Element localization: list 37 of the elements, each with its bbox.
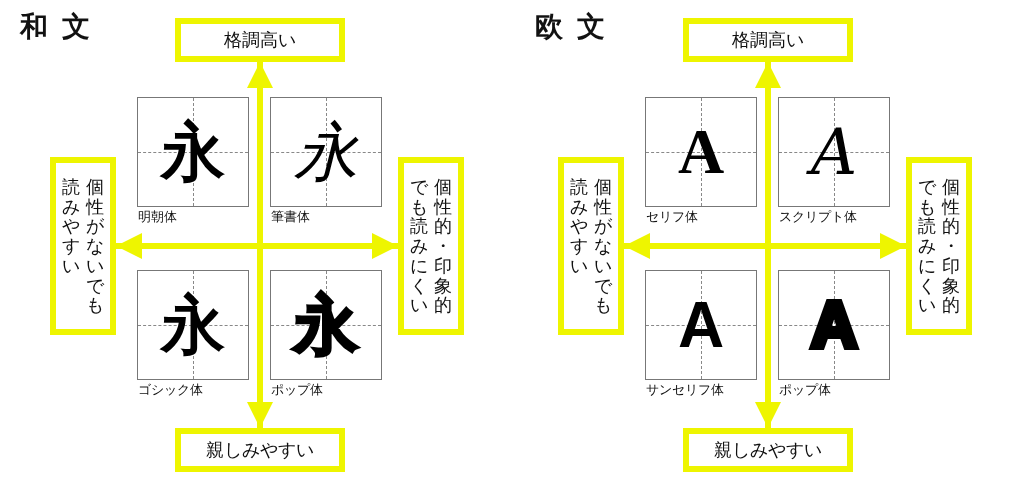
section-title: 和文: [20, 9, 104, 45]
axis-label-box: [558, 157, 624, 335]
typeface-caption: ポップ体: [271, 381, 323, 399]
axis-label-box: [683, 428, 853, 472]
sample-glyph: 永: [161, 120, 225, 184]
typeface-caption: 筆書体: [271, 208, 310, 226]
typeface-caption: ポップ体: [779, 381, 831, 399]
axis-label-box: [175, 428, 345, 472]
double-arrow: [247, 62, 273, 428]
vertical-label: 個性的・印象的でも読みにくい: [410, 176, 452, 316]
double-arrow: [755, 62, 781, 428]
double-arrow: [116, 233, 398, 259]
axis-label: 格調高い: [732, 28, 804, 52]
sample-glyph: A: [810, 293, 858, 357]
sample-glyph: A: [677, 293, 725, 357]
vertical-label: 個性がないでも読みやすい: [570, 176, 612, 316]
typeface-caption: セリフ体: [646, 208, 698, 226]
sample-glyph: 永: [294, 293, 358, 357]
sample-glyph: 永: [294, 120, 358, 184]
typeface-caption: 明朝体: [138, 208, 177, 226]
typeface-caption: サンセリフ体: [646, 381, 724, 399]
axis-label-box: [906, 157, 972, 335]
typeface-caption: スクリプト体: [779, 208, 857, 226]
vertical-label: 個性的・印象的でも読みにくい: [918, 176, 960, 316]
axis-label: 親しみやすい: [206, 438, 314, 462]
sample-glyph: 永: [161, 293, 225, 357]
axis-label-box: [683, 18, 853, 62]
sample-glyph: A: [677, 120, 725, 184]
double-arrow: [624, 233, 906, 259]
vertical-label: 個性がないでも読みやすい: [62, 176, 104, 316]
axis-label-box: [398, 157, 464, 335]
axis-label: 親しみやすい: [714, 438, 822, 462]
typeface-caption: ゴシック体: [138, 381, 203, 399]
axis-label-box: [50, 157, 116, 335]
axis-label: 格調高い: [224, 28, 296, 52]
axis-label-box: [175, 18, 345, 62]
section-title: 欧文: [535, 9, 619, 45]
